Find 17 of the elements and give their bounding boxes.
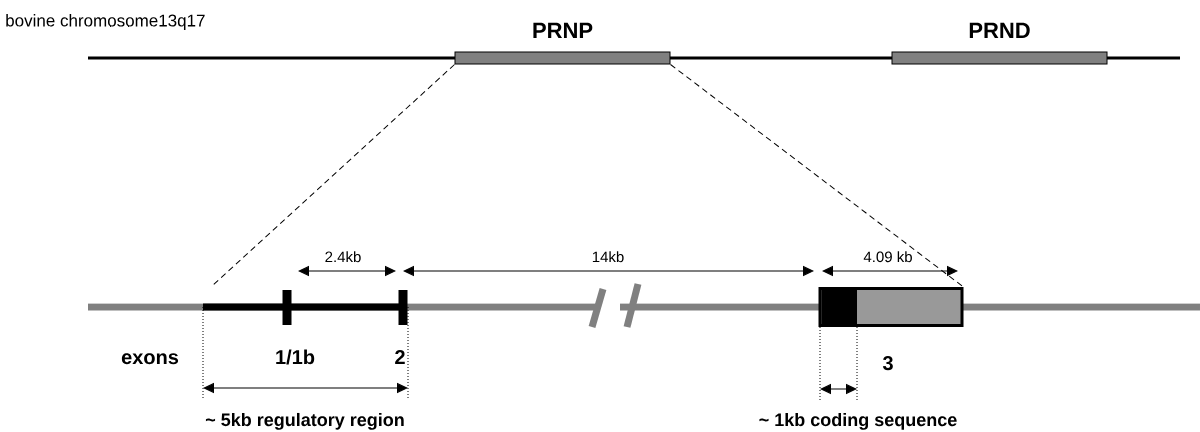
dimension-label: 2.4kb [325,251,361,263]
dimension-label: 4.09 kb [863,251,912,263]
region-label: ~ 1kb coding sequence [759,412,957,430]
region-label: ~ 5kb regulatory region [205,412,404,430]
dimension-label: 14kb [592,251,624,263]
exons-label: exons [121,353,179,365]
gene-box: PRNP [454,22,671,65]
gene-box: PRND [891,22,1108,65]
node-label: PRNP [533,22,593,38]
exon-number: 1/1b [276,349,315,365]
exon-number: 2 [395,350,405,364]
zoom-line [670,64,964,288]
node-label: PRND [969,22,1030,38]
exon-number: 3 [882,356,893,371]
zoom-line [212,64,455,286]
chromosome-label: bovine chromosome13q17 [6,14,205,30]
exon-box [818,287,964,327]
